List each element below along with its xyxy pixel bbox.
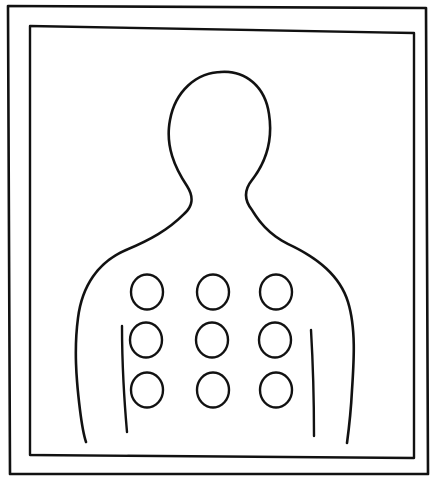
left-arm-line <box>122 326 127 432</box>
marker-circle-r1-c3 <box>260 275 292 310</box>
marker-circle-r2-c1 <box>130 323 162 358</box>
marker-circle-r3-c2 <box>197 373 229 408</box>
right-arm-line <box>311 330 314 436</box>
marker-circle-r2-c3 <box>259 323 291 358</box>
marker-circle-r1-c1 <box>131 275 163 310</box>
marker-circle-r3-c1 <box>131 373 163 408</box>
picture-frame <box>8 6 428 474</box>
marker-circle-r2-c2 <box>196 323 228 358</box>
outer-frame-border <box>8 6 428 474</box>
person-silhouette <box>76 72 354 443</box>
head-and-shoulders-outline <box>76 72 354 443</box>
marker-circle-r3-c3 <box>260 373 292 408</box>
marker-circle-r1-c2 <box>197 275 229 310</box>
inner-frame-border <box>30 26 414 458</box>
marker-grid <box>130 275 292 408</box>
